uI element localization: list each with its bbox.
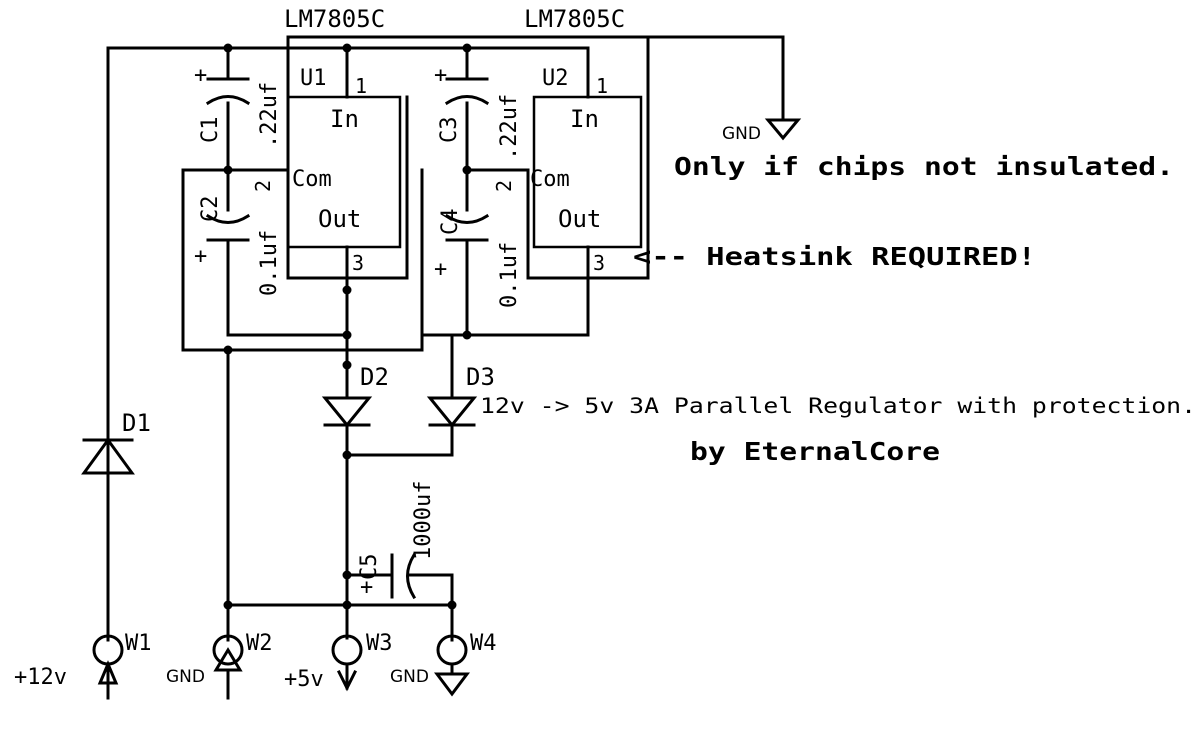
- d1-ref: D1: [122, 409, 151, 437]
- w1-ref: W1: [125, 631, 152, 656]
- u1-ref: U1: [300, 66, 327, 91]
- note-heatsink: <-- Heatsink REQUIRED!: [633, 242, 1036, 271]
- c4-polarity: +: [434, 257, 447, 282]
- c2-ref: C2: [198, 196, 223, 223]
- terminal-w2: W2 GND: [166, 631, 273, 700]
- u1-pin2: 2: [251, 180, 275, 192]
- u1-in: In: [330, 105, 359, 133]
- c3-value: .22uf: [497, 94, 522, 160]
- w2-ref: W2: [246, 631, 273, 656]
- regulator-u2: LM7805C U2 1 In Com 2 Out 3: [492, 5, 643, 275]
- u2-part: LM7805C: [524, 5, 625, 33]
- ground-top-label: GND: [722, 124, 761, 144]
- capacitor-c4: C4 + 0.1uf: [434, 209, 522, 309]
- c2-polarity: +: [194, 244, 207, 269]
- d2-ref: D2: [360, 363, 389, 391]
- capacitor-c1: + C1 .22uf: [194, 63, 282, 148]
- diode-d1: D1: [81, 409, 151, 475]
- c2-value: 0.1uf: [257, 230, 282, 296]
- terminal-w1: W1 +12v: [14, 631, 152, 700]
- u2-ref: U2: [542, 66, 569, 91]
- d3-ref: D3: [466, 363, 495, 391]
- w3-ref: W3: [366, 631, 393, 656]
- notes: Only if chips not insulated. <-- Heatsin…: [480, 152, 1196, 466]
- c4-value: 0.1uf: [497, 242, 522, 308]
- capacitor-c5: + C5 1000uf: [357, 481, 436, 600]
- u1-pin1: 1: [355, 74, 367, 98]
- w2-net: GND: [166, 667, 205, 687]
- c3-ref: C3: [437, 117, 462, 144]
- c5-polarity: +: [360, 575, 373, 600]
- w4-net: GND: [390, 667, 429, 687]
- junctions: [223, 43, 472, 610]
- c1-ref: C1: [198, 117, 223, 144]
- terminal-w3: W3 +5v: [284, 631, 393, 692]
- u2-pin3: 3: [593, 251, 605, 275]
- diode-d3: D3: [426, 363, 495, 428]
- c3-polarity: +: [434, 63, 447, 88]
- c5-ref: C5: [357, 554, 382, 581]
- terminal-w4: W4 GND: [390, 631, 497, 697]
- capacitor-c2: C2 + 0.1uf: [194, 196, 282, 297]
- u2-in: In: [570, 105, 599, 133]
- c4-ref: C4: [438, 209, 463, 236]
- u1-pin3: 3: [352, 251, 364, 275]
- note-author: by EternalCore: [690, 437, 940, 466]
- u1-com: Com: [292, 167, 332, 192]
- u2-com: Com: [530, 167, 570, 192]
- u1-part: LM7805C: [284, 5, 385, 33]
- u1-out: Out: [318, 205, 361, 233]
- u2-pin2: 2: [492, 180, 516, 192]
- w1-net: +12v: [14, 665, 67, 690]
- c1-polarity: +: [194, 63, 207, 88]
- diode-d2: D2: [321, 363, 389, 428]
- c5-value: 1000uf: [411, 481, 436, 560]
- w4-ref: W4: [470, 631, 497, 656]
- c1-value: .22uf: [257, 82, 282, 148]
- regulator-u1: LM7805C U1 1 In Com 2 Out 3: [251, 5, 402, 275]
- w3-net: +5v: [284, 667, 324, 692]
- note-insulated: Only if chips not insulated.: [674, 152, 1174, 181]
- u2-pin1: 1: [596, 74, 608, 98]
- note-description: 12v -> 5v 3A Parallel Regulator with pro…: [480, 394, 1196, 418]
- capacitor-c3: + C3 .22uf: [434, 63, 522, 160]
- u2-out: Out: [558, 205, 601, 233]
- ground-top: GND: [722, 118, 802, 144]
